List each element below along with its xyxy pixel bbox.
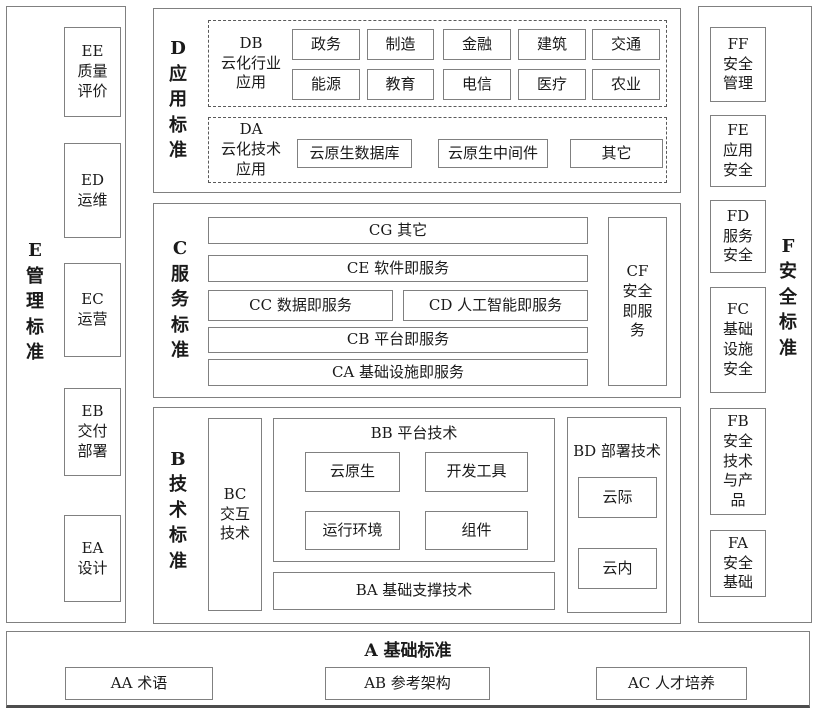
box-da-cloud-native-middleware: 云原生中间件	[438, 139, 548, 168]
box-db-construction: 建筑	[518, 29, 586, 60]
box-fe-application-security: FE 应用 安全	[710, 115, 766, 187]
box-ea-design: EA 设计	[64, 515, 121, 602]
box-db-education: 教育	[367, 69, 434, 100]
section-c-label: C 服 务 标 准	[171, 238, 189, 362]
bar-ce-software-as-a-service: CE 软件即服务	[208, 255, 588, 282]
section-e-label: E 管 理 标 准	[26, 240, 44, 364]
group-db-label: DB 云化行业 应用	[220, 33, 281, 92]
box-bb-runtime-environment: 运行环境	[305, 511, 400, 550]
group-bb-label: BB 平台技术	[370, 424, 458, 443]
box-bb-components: 组件	[425, 511, 528, 550]
group-da-label: DA 云化技术 应用	[220, 120, 281, 178]
box-da-cloud-native-database: 云原生数据库	[297, 139, 412, 168]
box-da-other: 其它	[570, 139, 663, 168]
box-fc-infrastructure-security: FC 基础 设施 安全	[710, 287, 766, 393]
box-bd-inter-cloud: 云际	[578, 477, 657, 518]
box-db-healthcare: 医疗	[518, 69, 586, 100]
section-f-label: F 安 全 标 准	[779, 235, 797, 359]
bar-cb-platform-as-a-service: CB 平台即服务	[208, 327, 588, 353]
box-ab-reference-architecture: AB 参考架构	[325, 667, 490, 700]
box-db-energy: 能源	[292, 69, 360, 100]
box-bc-interaction-technology: BC 交互 技术	[208, 418, 262, 611]
box-db-telecom: 电信	[443, 69, 511, 100]
group-bd-label: BD 部署技术	[573, 442, 661, 461]
box-bb-dev-tools: 开发工具	[425, 452, 528, 492]
box-cf-security-as-a-service: CF 安全 即服 务	[608, 217, 667, 386]
group-db-cloudified-industry-application	[208, 20, 667, 107]
box-ec-operation: EC 运营	[64, 263, 121, 357]
box-aa-terminology: AA 术语	[65, 667, 213, 700]
section-d-label: D 应 用 标 准	[169, 38, 187, 162]
box-ff-security-management: FF 安全 管理	[710, 27, 766, 102]
bar-ca-infrastructure-as-a-service: CA 基础设施即服务	[208, 359, 588, 386]
box-eb-delivery-deployment: EB 交付 部署	[64, 388, 121, 476]
box-fb-security-tech-products: FB 安全 技术 与产 品	[710, 408, 766, 515]
box-db-transportation: 交通	[592, 29, 660, 60]
box-ed-operations-maintenance: ED 运维	[64, 143, 121, 238]
box-ac-talent-cultivation: AC 人才培养	[596, 667, 747, 700]
box-cd-ai-as-a-service: CD 人工智能即服务	[403, 290, 588, 321]
section-a-label: A 基础标准	[364, 640, 452, 661]
box-bd-intra-cloud: 云内	[578, 548, 657, 589]
section-b-label: B 技 术 标 准	[169, 448, 187, 572]
box-db-finance: 金融	[443, 29, 511, 60]
box-fa-security-foundation: FA 安全 基础	[710, 530, 766, 597]
box-bb-cloud-native: 云原生	[305, 452, 400, 492]
bar-ba-basic-support-technology: BA 基础支撑技术	[273, 572, 555, 610]
bar-cg-other: CG 其它	[208, 217, 588, 244]
box-fd-service-security: FD 服务 安全	[710, 200, 766, 273]
box-ee-quality-evaluation: EE 质量 评价	[64, 27, 121, 117]
box-db-manufacturing: 制造	[367, 29, 434, 60]
box-cc-data-as-a-service: CC 数据即服务	[208, 290, 393, 321]
box-db-agriculture: 农业	[592, 69, 660, 100]
box-db-government: 政务	[292, 29, 360, 60]
